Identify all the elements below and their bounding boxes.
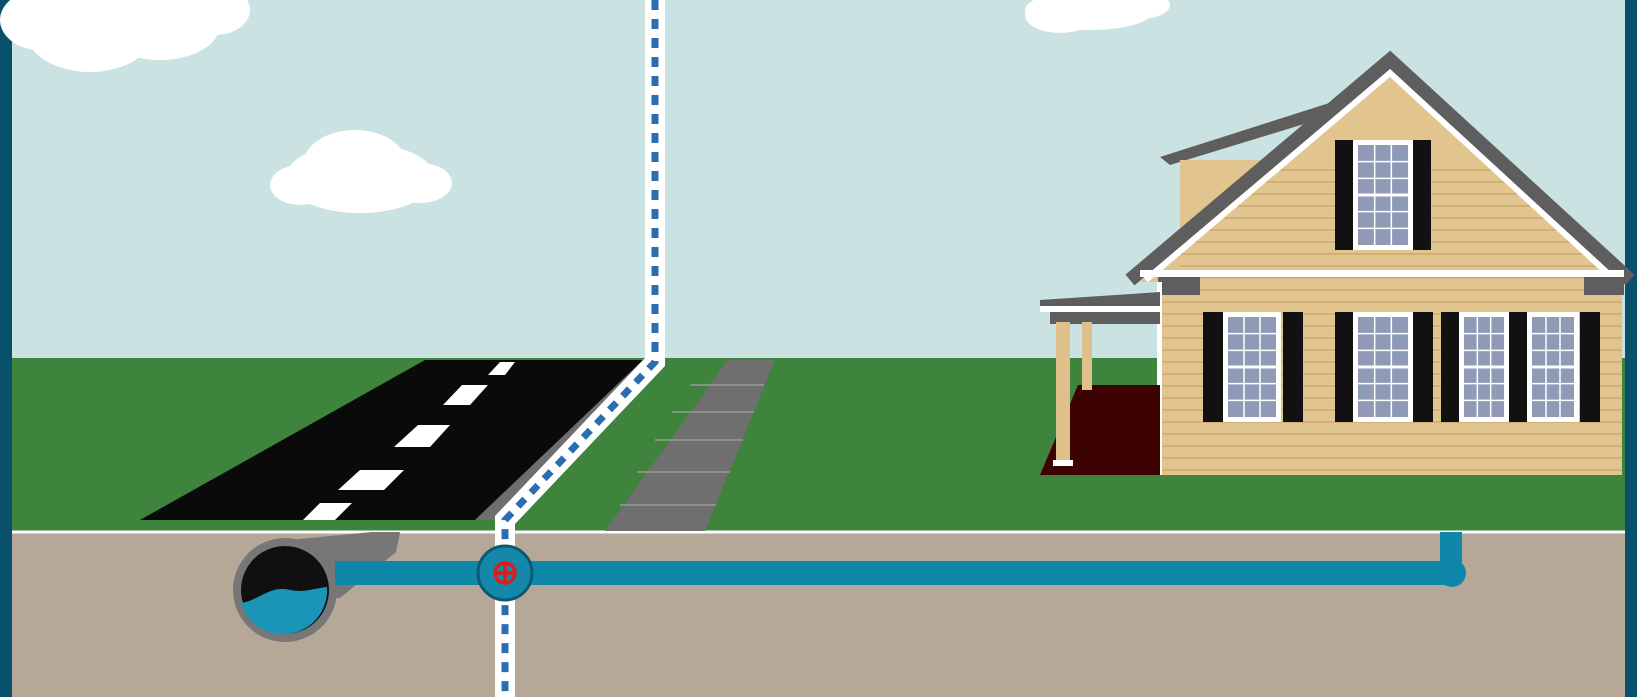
porch-column	[1082, 322, 1092, 390]
porch-roof	[1040, 292, 1160, 308]
shutter	[1413, 312, 1433, 422]
house-eave-trim	[1140, 270, 1624, 277]
porch-roof-trim	[1040, 306, 1160, 312]
lower-windows	[1203, 312, 1600, 422]
cleanout	[476, 544, 534, 602]
sewer-main-water	[241, 587, 328, 635]
shutter	[1203, 312, 1223, 422]
house	[1040, 50, 1635, 475]
porch-column	[1056, 322, 1070, 464]
house-back-roof	[1160, 98, 1350, 165]
porch-beam	[1050, 312, 1160, 324]
cloud-middle-left	[270, 130, 452, 213]
shutter	[1441, 312, 1461, 422]
house-gable-roof-edge	[1125, 50, 1635, 286]
lateral-pipe-elbow	[1438, 559, 1466, 587]
shutter	[1335, 140, 1353, 250]
shutter	[1283, 312, 1303, 422]
property-line-dashes	[501, 0, 659, 697]
shutter	[1413, 140, 1431, 250]
porch	[1040, 292, 1160, 475]
lower-window	[1335, 312, 1433, 422]
sidewalk-surface	[605, 360, 775, 531]
shutter	[1335, 312, 1355, 422]
road-center-stripes	[303, 362, 515, 520]
road-surface	[140, 360, 643, 520]
house-corner-trim	[1157, 282, 1162, 475]
shutter	[1509, 312, 1529, 422]
house-gable-trim	[1144, 68, 1618, 283]
property-line	[495, 0, 665, 697]
lower-window	[1527, 312, 1600, 422]
sewer-main	[233, 532, 400, 642]
clouds	[0, 0, 1170, 213]
cloud-top-center	[1025, 0, 1170, 33]
cloud-top-left	[0, 0, 250, 72]
sidewalk	[605, 360, 775, 531]
gable-window	[1335, 140, 1431, 250]
lower-window	[1203, 312, 1303, 422]
sidewalk-joints	[620, 384, 764, 506]
lower-window	[1441, 312, 1529, 422]
house-eave-left	[1158, 275, 1200, 295]
porch-column-base	[1053, 460, 1073, 466]
house-eave-right	[1584, 275, 1624, 295]
shutter	[1580, 312, 1600, 422]
